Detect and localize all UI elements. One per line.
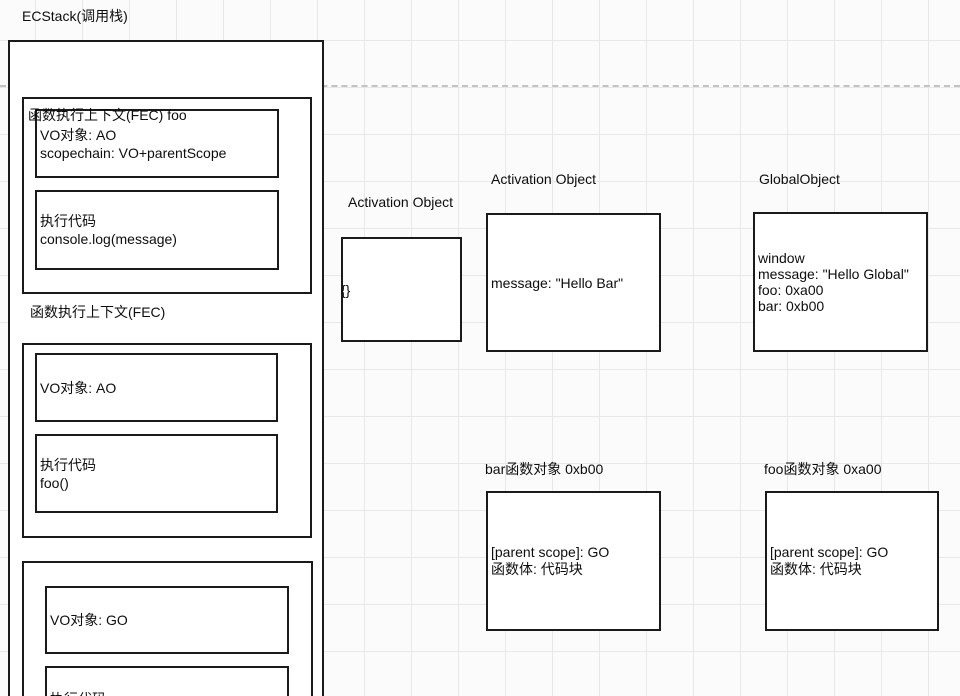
gec-vo-content: VO对象: GO xyxy=(47,588,287,652)
gec-code-content: 执行代码 xyxy=(47,668,287,696)
parent-scope-line: [parent scope]: GO xyxy=(770,544,889,560)
message-line: message: "Hello Global" xyxy=(758,266,909,282)
window-line: window xyxy=(758,250,805,266)
global-object-label: GlobalObject xyxy=(759,171,840,187)
foo-function-object-label: foo函数对象 0xa00 xyxy=(764,461,882,477)
empty-object-literal: {} xyxy=(341,281,351,298)
bar-function-object-content: [parent scope]: GO 函数体: 代码块 xyxy=(488,493,659,629)
function-body-line: 函数体: 代码块 xyxy=(770,561,862,577)
gec-vo-box: VO对象: GO xyxy=(45,586,289,654)
fec-foo-code-content: 执行代码 console.log(message) xyxy=(37,192,277,268)
fec-foo-code-box: 执行代码 console.log(message) xyxy=(35,190,279,270)
code-title-line: 执行代码 xyxy=(50,690,287,696)
gec-code-box: 执行代码 xyxy=(45,666,289,696)
foo-function-object-box: [parent scope]: GO 函数体: 代码块 xyxy=(765,491,939,631)
vo-line: VO对象: AO xyxy=(40,126,117,143)
vo-line: VO对象: AO xyxy=(40,379,117,396)
fec-code-content: 执行代码 foo() xyxy=(37,436,276,511)
activation-object-bar-box: message: "Hello Bar" xyxy=(486,213,661,352)
fec-foo-frame-box: VO对象: AO scopechain: VO+parentScope 执行代码… xyxy=(22,97,312,294)
bar-function-object-label: bar函数对象 0xb00 xyxy=(485,461,604,477)
activation-object-empty-content: {} xyxy=(341,239,460,340)
activation-object-empty-label: Activation Object xyxy=(348,194,454,210)
vo-line: VO对象: GO xyxy=(50,612,128,628)
fec-vo-box: VO对象: AO xyxy=(35,353,278,422)
global-object-content: window message: "Hello Global" foo: 0xa0… xyxy=(755,214,926,350)
code-line: foo() xyxy=(40,474,69,491)
scopechain-line: scopechain: VO+parentScope xyxy=(40,144,227,161)
function-body-line: 函数体: 代码块 xyxy=(491,561,583,577)
gec-frame-box: VO对象: GO 执行代码 xyxy=(22,561,313,696)
fec-foo-vo-box: VO对象: AO scopechain: VO+parentScope xyxy=(35,109,279,178)
activation-object-bar-content: message: "Hello Bar" xyxy=(488,215,659,350)
dashed-guide-line xyxy=(0,85,960,87)
message-line: message: "Hello Bar" xyxy=(491,274,624,291)
fec-label: 函数执行上下文(FEC) xyxy=(30,304,166,320)
parent-scope-line: [parent scope]: GO xyxy=(491,544,610,560)
fec-frame-box: VO对象: AO 执行代码 foo() xyxy=(22,343,312,538)
bar-function-object-box: [parent scope]: GO 函数体: 代码块 xyxy=(486,491,661,631)
fec-foo-vo-content: VO对象: AO scopechain: VO+parentScope xyxy=(37,111,277,176)
fec-foo-label: 函数执行上下文(FEC) foo xyxy=(28,107,187,123)
activation-object-bar-label: Activation Object xyxy=(491,171,597,187)
fec-code-box: 执行代码 foo() xyxy=(35,434,278,513)
code-title-line: 执行代码 xyxy=(40,456,96,473)
code-title-line: 执行代码 xyxy=(40,213,96,229)
global-object-box: window message: "Hello Global" foo: 0xa0… xyxy=(753,212,928,352)
foo-function-object-content: [parent scope]: GO 函数体: 代码块 xyxy=(767,493,937,629)
ecstack-title: ECStack(调用栈) xyxy=(22,8,128,24)
foo-pointer-line: foo: 0xa00 xyxy=(758,282,824,298)
fec-vo-content: VO对象: AO xyxy=(37,355,276,420)
bar-pointer-line: bar: 0xb00 xyxy=(758,298,825,314)
activation-object-empty-box: {} xyxy=(341,237,462,342)
code-line: console.log(message) xyxy=(40,231,177,247)
ecstack-container-box: 函数执行上下文(FEC) foo VO对象: AO scopechain: VO… xyxy=(8,40,324,696)
